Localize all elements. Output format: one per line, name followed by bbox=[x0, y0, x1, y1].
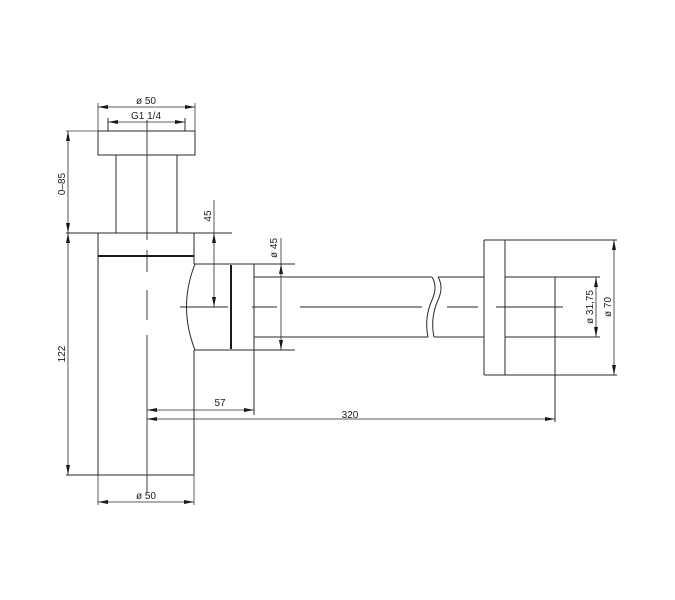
dim-outlet-distance-short: 57 bbox=[147, 398, 254, 412]
neck-tube bbox=[115, 155, 178, 233]
centerlines bbox=[146, 120, 563, 492]
label-height-adjust: 0–85 bbox=[57, 172, 68, 195]
dim-body-height: 122 bbox=[57, 233, 70, 475]
dim-top-flange-diameter: ø 50 bbox=[97, 96, 196, 131]
label-body-height: 122 bbox=[57, 345, 68, 362]
label-top-flange-diameter: ø 50 bbox=[136, 96, 156, 107]
label-outlet-diameter: ø 45 bbox=[269, 238, 280, 258]
trap-body bbox=[66, 232, 232, 476]
label-outlet-offset: 45 bbox=[203, 210, 214, 222]
dim-outlet-distance-long: 320 bbox=[147, 410, 555, 421]
label-outlet-distance-short: 57 bbox=[214, 398, 226, 409]
dim-wall-flange-diameter: ø 70 bbox=[603, 240, 616, 375]
dim-thread-size: G1 1/4 bbox=[108, 111, 185, 124]
dim-body-diameter: ø 50 bbox=[97, 475, 195, 505]
top-flange bbox=[97, 118, 196, 156]
dim-wall-pipe-diameter: ø 31,75 bbox=[585, 277, 598, 337]
label-outlet-distance-long: 320 bbox=[342, 410, 359, 421]
outlet-pipe bbox=[254, 276, 484, 338]
outlet-elbow bbox=[186, 263, 295, 415]
dim-outlet-diameter: ø 45 bbox=[269, 238, 283, 350]
label-wall-flange-diameter: ø 70 bbox=[603, 297, 614, 317]
dim-height-adjust: 0–85 bbox=[57, 130, 98, 233]
label-body-diameter: ø 50 bbox=[136, 491, 156, 502]
label-thread-size: G1 1/4 bbox=[131, 111, 161, 122]
wall-flange bbox=[483, 239, 617, 422]
label-wall-pipe-diameter: ø 31,75 bbox=[585, 290, 596, 324]
dim-outlet-offset: 45 bbox=[203, 200, 216, 307]
